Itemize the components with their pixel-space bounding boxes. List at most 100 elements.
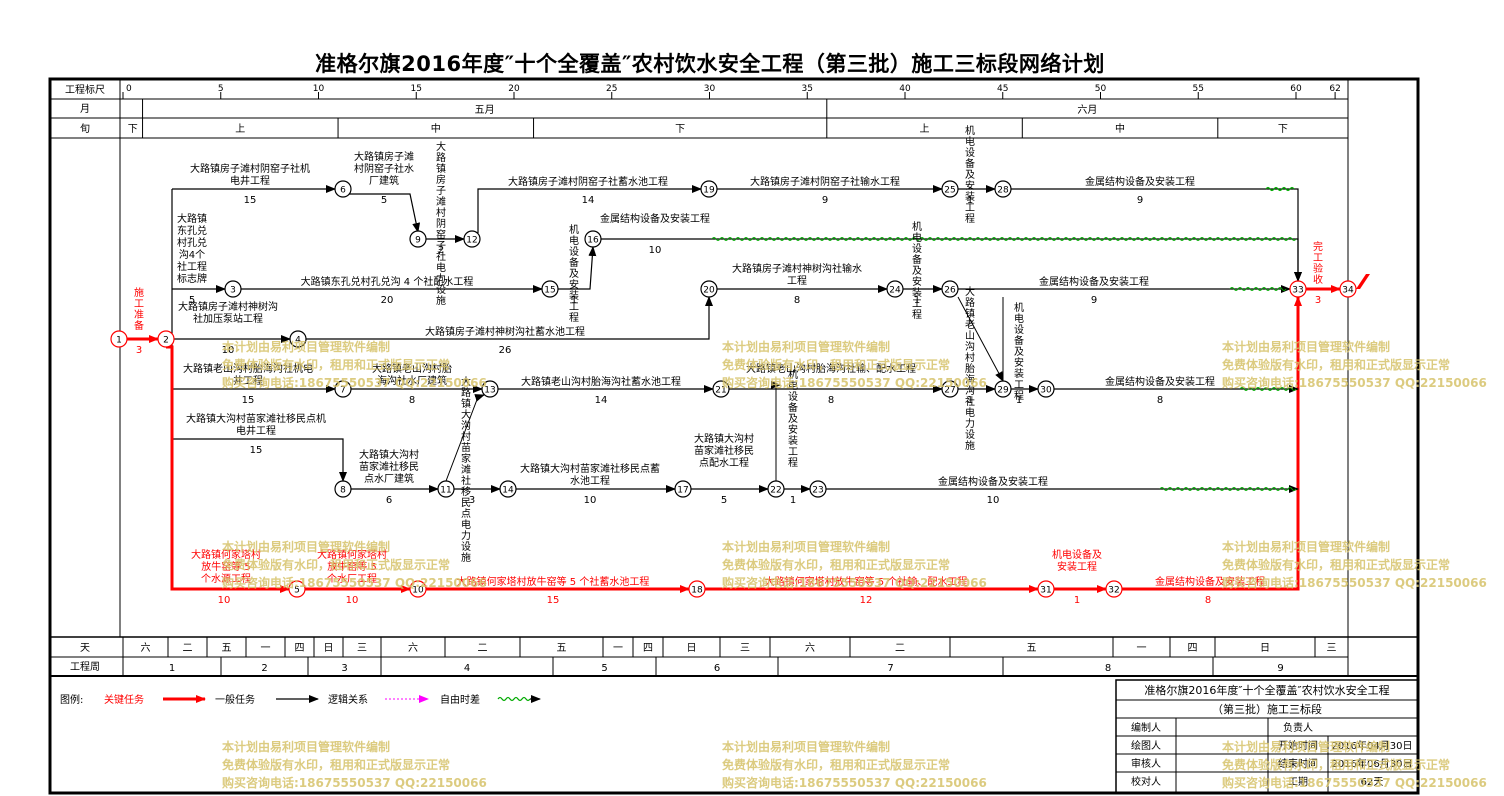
vertical-char: 村 — [965, 351, 975, 364]
network-node — [700, 280, 718, 298]
label-line: 大路镇大沟村苗家滩社移民点蓄 — [520, 462, 660, 475]
vertical-char: 电 — [965, 406, 975, 419]
node-number: 16 — [587, 236, 599, 246]
node-number: 33 — [1292, 286, 1303, 296]
vertical-char: 滩 — [436, 195, 446, 208]
vertical-char: 机 — [569, 223, 579, 236]
week-cell: 8 — [1105, 663, 1111, 674]
node-number: 15 — [544, 286, 555, 296]
network-node — [224, 280, 242, 298]
info-row-label: 编制人 — [1131, 721, 1161, 734]
day-cell: 六 — [805, 642, 815, 654]
vertical-char: 设 — [965, 429, 975, 441]
scale-tick-label: 15 — [411, 84, 422, 94]
label-line: 苗家滩社移民 — [694, 444, 754, 457]
watermark-text: 购买咨询电话:18675550537 QQ:22150066 — [722, 775, 987, 790]
vertical-char: 力 — [436, 272, 446, 285]
info-row-label: 审核人 — [1131, 757, 1161, 770]
activity-arrow — [477, 185, 702, 233]
network-node — [463, 230, 481, 248]
vertical-char: 山 — [965, 330, 975, 342]
xun-cell: 上 — [235, 123, 245, 135]
scale-tick-label: 60 — [1290, 84, 1302, 94]
xun-cell: 上 — [920, 123, 930, 135]
label-line: 水池工程 — [570, 474, 610, 487]
vertical-char: 社 — [965, 395, 975, 408]
vertical-char: 程 — [1014, 390, 1024, 402]
watermark-text: 本计划由易利项目管理软件编制 — [722, 339, 890, 354]
scale-tick-label: 30 — [704, 84, 716, 94]
info-row-key: 结束时间 — [1278, 757, 1318, 770]
activity-arrow — [601, 238, 1302, 282]
xun-cell: 中 — [431, 122, 441, 135]
task-duration: 10 — [222, 345, 235, 356]
task-name: 大路镇东孔兑村孔兑沟 4 个社配水工程 — [301, 275, 474, 288]
day-cell: 六 — [408, 642, 418, 654]
vertical-char: 备 — [788, 401, 798, 414]
info-row-key: 负责人 — [1283, 721, 1313, 734]
watermark-text: 免费体验版有水印，租用和正式版显示正常 — [1222, 757, 1450, 772]
vertical-char: 工 — [912, 299, 922, 310]
network-node — [499, 480, 517, 498]
scale-tick-label: 0 — [126, 84, 132, 94]
day-cell: 二 — [183, 643, 193, 654]
day-cell: 一 — [261, 643, 271, 654]
scale-tick-label: 20 — [508, 84, 520, 94]
node-number: 25 — [944, 186, 955, 196]
xun-cell: 下 — [675, 124, 685, 135]
task-name: 金属结构设备及安装工程 — [1105, 375, 1215, 388]
vertical-char: 程 — [965, 213, 975, 225]
day-cell: 一 — [613, 643, 623, 654]
vertical-char: 大 — [436, 140, 446, 153]
vertical-char: 及 — [1014, 346, 1024, 358]
vertical-char: 工 — [1313, 253, 1323, 264]
task-duration: 5 — [721, 495, 727, 506]
vertical-char: 安 — [1014, 356, 1024, 369]
label-line: 大路镇何家塔村 — [317, 548, 387, 561]
vertical-char: 装 — [965, 190, 975, 203]
task-duration: 8 — [1157, 395, 1163, 406]
day-cell: 三 — [740, 643, 750, 654]
task-duration: 1 — [1016, 395, 1022, 406]
node-number: 1 — [116, 336, 122, 346]
label-line: 沟4个 — [179, 248, 205, 261]
vertical-char: 施 — [134, 286, 144, 299]
label-line: 大路镇老山沟村胎 — [372, 362, 452, 375]
watermark-text: 购买咨询电话:18675550537 QQ:22150066 — [222, 575, 487, 590]
day-cell: 日 — [1260, 643, 1270, 654]
vertical-char: 施 — [965, 439, 975, 452]
label-line: 苗家滩社移民 — [359, 460, 419, 473]
legend-float-wave — [497, 696, 531, 702]
vertical-char: 及 — [912, 265, 922, 277]
label-line: 电井工程 — [230, 174, 270, 187]
vertical-char: 移 — [461, 485, 471, 498]
network-node — [334, 180, 352, 198]
xun-cell: 下 — [1278, 124, 1288, 135]
node-number: 31 — [1040, 586, 1051, 596]
info-row-value: 62天 — [1361, 777, 1384, 788]
day-cell: 五 — [557, 643, 567, 654]
task-duration: 5 — [381, 195, 387, 206]
info-row-value: 2016年06月30日 — [1332, 757, 1413, 770]
node-number: 10 — [412, 586, 424, 596]
label-line: 机电设备及 — [1052, 548, 1102, 561]
task-duration: 9 — [1091, 295, 1097, 306]
scale-tick-label: 50 — [1095, 84, 1107, 94]
vertical-char: 电 — [912, 231, 922, 244]
month-june: 六月 — [1077, 104, 1097, 116]
task-duration: 2 — [438, 245, 444, 256]
task-name: 大路镇老山沟村胎海沟社蓄水池工程 — [521, 375, 681, 388]
vertical-char: 沟 — [461, 419, 471, 432]
network-node — [110, 330, 128, 348]
task-duration: 8 — [794, 295, 800, 306]
node-number: 8 — [340, 486, 346, 496]
watermark-text: 免费体验版有水印，租用和正式版显示正常 — [222, 557, 450, 572]
node-number: 17 — [677, 486, 688, 496]
vertical-char: 社 — [436, 250, 446, 263]
